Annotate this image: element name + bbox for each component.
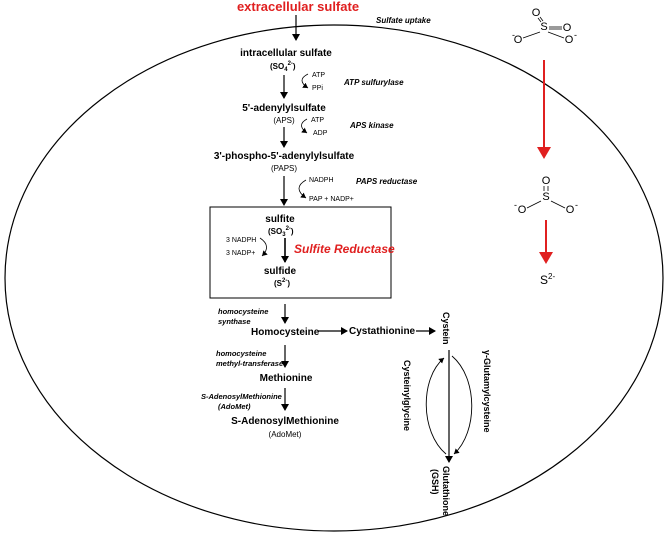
adomet-label: S-AdenosylMethionine — [231, 416, 339, 427]
ppi-label: PPi — [312, 85, 323, 92]
svg-text:O: O — [514, 34, 523, 46]
cysteinylglycine-curve — [425, 357, 447, 455]
svg-text:-: - — [514, 200, 517, 210]
atp-sulfurylase-label: ATP sulfurylase — [343, 78, 404, 87]
gamma-glutamyl-curve — [451, 355, 473, 455]
sulfide-label: sulfide — [264, 266, 297, 277]
nadph-pap-curve — [298, 179, 307, 199]
svg-text:O: O — [542, 175, 551, 187]
adp-label: ADP — [313, 130, 328, 137]
cystathionine-label: Cystathionine — [349, 326, 416, 337]
svg-text:S: S — [540, 21, 547, 33]
cystein-label: Cystein — [441, 312, 451, 345]
paps-reductase-label: PAPS reductase — [356, 177, 418, 186]
adomet-enzyme-label-2: (AdoMet) — [218, 402, 251, 411]
cysteinylglycine-label: Cysteinylglycine — [402, 360, 412, 431]
glutathione-label: Glutathione — [441, 466, 451, 516]
sulfide-ion: S2- — [540, 272, 555, 287]
homocysteine-label: Homocysteine — [251, 327, 320, 338]
svg-text:O: O — [566, 204, 575, 216]
sulfate-formula: (SO42-) — [270, 61, 296, 73]
svg-text:S: S — [542, 191, 549, 203]
gamma-glutamylcysteine-label: γ-Glutamylcysteine — [482, 350, 492, 433]
svg-text:O: O — [518, 204, 527, 216]
nadph3-curve — [259, 237, 268, 257]
adomet-enzyme-label-1: S-AdenosylMethionine — [201, 392, 282, 401]
sulfite-formula: (SO32-) — [268, 226, 294, 238]
methionine-label: Methionine — [260, 373, 313, 384]
intracellular-sulfate-label: intracellular sulfate — [240, 48, 332, 59]
pap-nadp-label: PAP + NADP+ — [309, 196, 354, 203]
svg-text:-: - — [575, 200, 578, 210]
extracellular-sulfate-label: extracellular sulfate — [237, 0, 359, 14]
homocysteine-synthase-label-2: synthase — [218, 317, 251, 326]
sulfate-structure: O S O O O - - — [512, 7, 577, 46]
paps-abbr: (PAPS) — [271, 164, 297, 173]
paps-label: 3'-phospho-5'-adenylylsulfate — [214, 151, 355, 162]
atp-label-2: ATP — [311, 117, 324, 124]
sulfite-structure: O S O O - - — [514, 175, 578, 216]
nadph-label: NADPH — [309, 177, 334, 184]
adomet-abbr: (AdoMet) — [269, 430, 302, 439]
sulfite-reductase-label: Sulfite Reductase — [294, 242, 395, 256]
svg-text:O: O — [563, 22, 572, 34]
nadp3-label: 3 NADP+ — [226, 250, 255, 257]
sulfite-reductase-box — [209, 206, 392, 299]
sulfate-uptake-label: Sulfate uptake — [376, 16, 431, 25]
sulfide-formula: (S2-) — [274, 278, 290, 288]
svg-text:O: O — [532, 7, 541, 19]
svg-text:O: O — [565, 34, 574, 46]
homocysteine-synthase-label-1: homocysteine — [218, 307, 268, 316]
aps-kinase-label: APS kinase — [349, 121, 394, 130]
svg-text:-: - — [512, 30, 515, 40]
nadph3-label: 3 NADPH — [226, 237, 256, 244]
atp-ppi-curve — [301, 73, 309, 89]
aps-abbr: (APS) — [273, 116, 295, 125]
gsh-abbr: (GSH) — [430, 469, 440, 495]
methyltransferase-label-1: homocysteine — [216, 349, 266, 358]
atp-label-1: ATP — [312, 72, 325, 79]
svg-text:-: - — [574, 30, 577, 40]
methyltransferase-label-2: methyl-transferase — [216, 359, 283, 368]
cell-membrane — [4, 24, 664, 532]
sulfite-label: sulfite — [265, 214, 295, 225]
atp-adp-curve — [301, 118, 308, 134]
aps-label: 5'-adenylylsulfate — [242, 103, 326, 114]
